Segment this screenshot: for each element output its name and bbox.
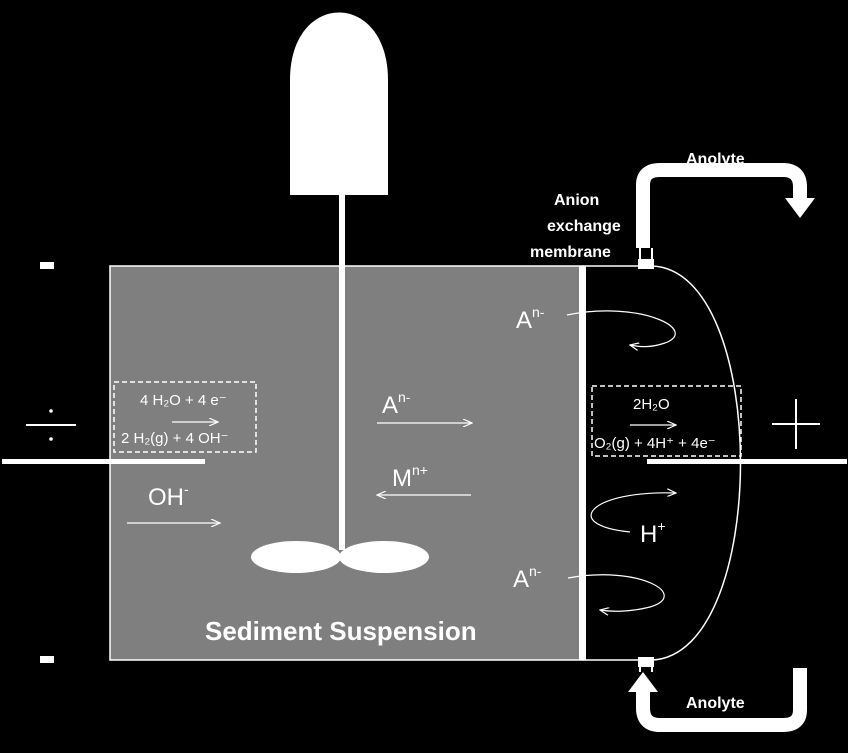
bottom-port (638, 657, 654, 667)
stirrer-motor-icon (290, 12, 388, 195)
cathode-reaction-reactants: 4 H₂O + 4 e⁻ (140, 392, 227, 409)
anolyte-outlet-pipe (636, 163, 807, 248)
stirrer-shaft (339, 195, 345, 550)
anion-bottom-crossing-arrow (567, 574, 665, 611)
anolyte-outlet-arrowhead (785, 198, 815, 218)
bottom-port-cup (639, 659, 653, 672)
plus-icon (772, 399, 820, 449)
membrane-label-line3: membrane (530, 244, 611, 261)
anion-top-crossing-arrow (566, 310, 676, 347)
anion-label-center: An- (382, 389, 411, 419)
membrane-label-line2: exchange (547, 218, 621, 235)
negative-terminal-icon (26, 409, 76, 441)
stirrer-blade-left (251, 541, 341, 573)
cathode-electrode (2, 459, 205, 464)
anolyte-outlet-label: Anolyte (686, 151, 745, 168)
anolyte-inlet-pipe (636, 668, 807, 732)
proton-crossing-arrow (590, 493, 676, 533)
anode-reaction-box (591, 385, 742, 457)
anode-reaction-products: O₂(g) + 4H⁺ + 4e⁻ (594, 435, 716, 452)
top-port (638, 259, 654, 269)
top-port-cup (639, 248, 653, 261)
minus-icon (40, 262, 54, 269)
anion-label-top: An- (516, 304, 545, 334)
cathode-reaction-products: 2 H₂(g) + 4 OH⁻ (121, 430, 229, 447)
proton-label: H+ (640, 518, 666, 548)
cathode-reaction-box (113, 381, 257, 453)
anode-reaction-reactants: 2H₂O (633, 396, 670, 413)
anion-exchange-membrane (579, 266, 586, 660)
stirrer-blade-right (339, 541, 429, 573)
minus-icon (40, 656, 54, 663)
anolyte-inlet-arrowhead (628, 672, 658, 692)
anolyte-inlet-label: Anolyte (686, 695, 745, 712)
membrane-label-line1: Anion (554, 192, 599, 209)
anode-electrode (647, 459, 847, 464)
cation-label: Mn+ (392, 462, 428, 492)
anion-label-bottom: An- (513, 563, 542, 593)
hydroxide-label: OH- (148, 481, 189, 511)
sediment-suspension-label: Sediment Suspension (205, 616, 477, 646)
